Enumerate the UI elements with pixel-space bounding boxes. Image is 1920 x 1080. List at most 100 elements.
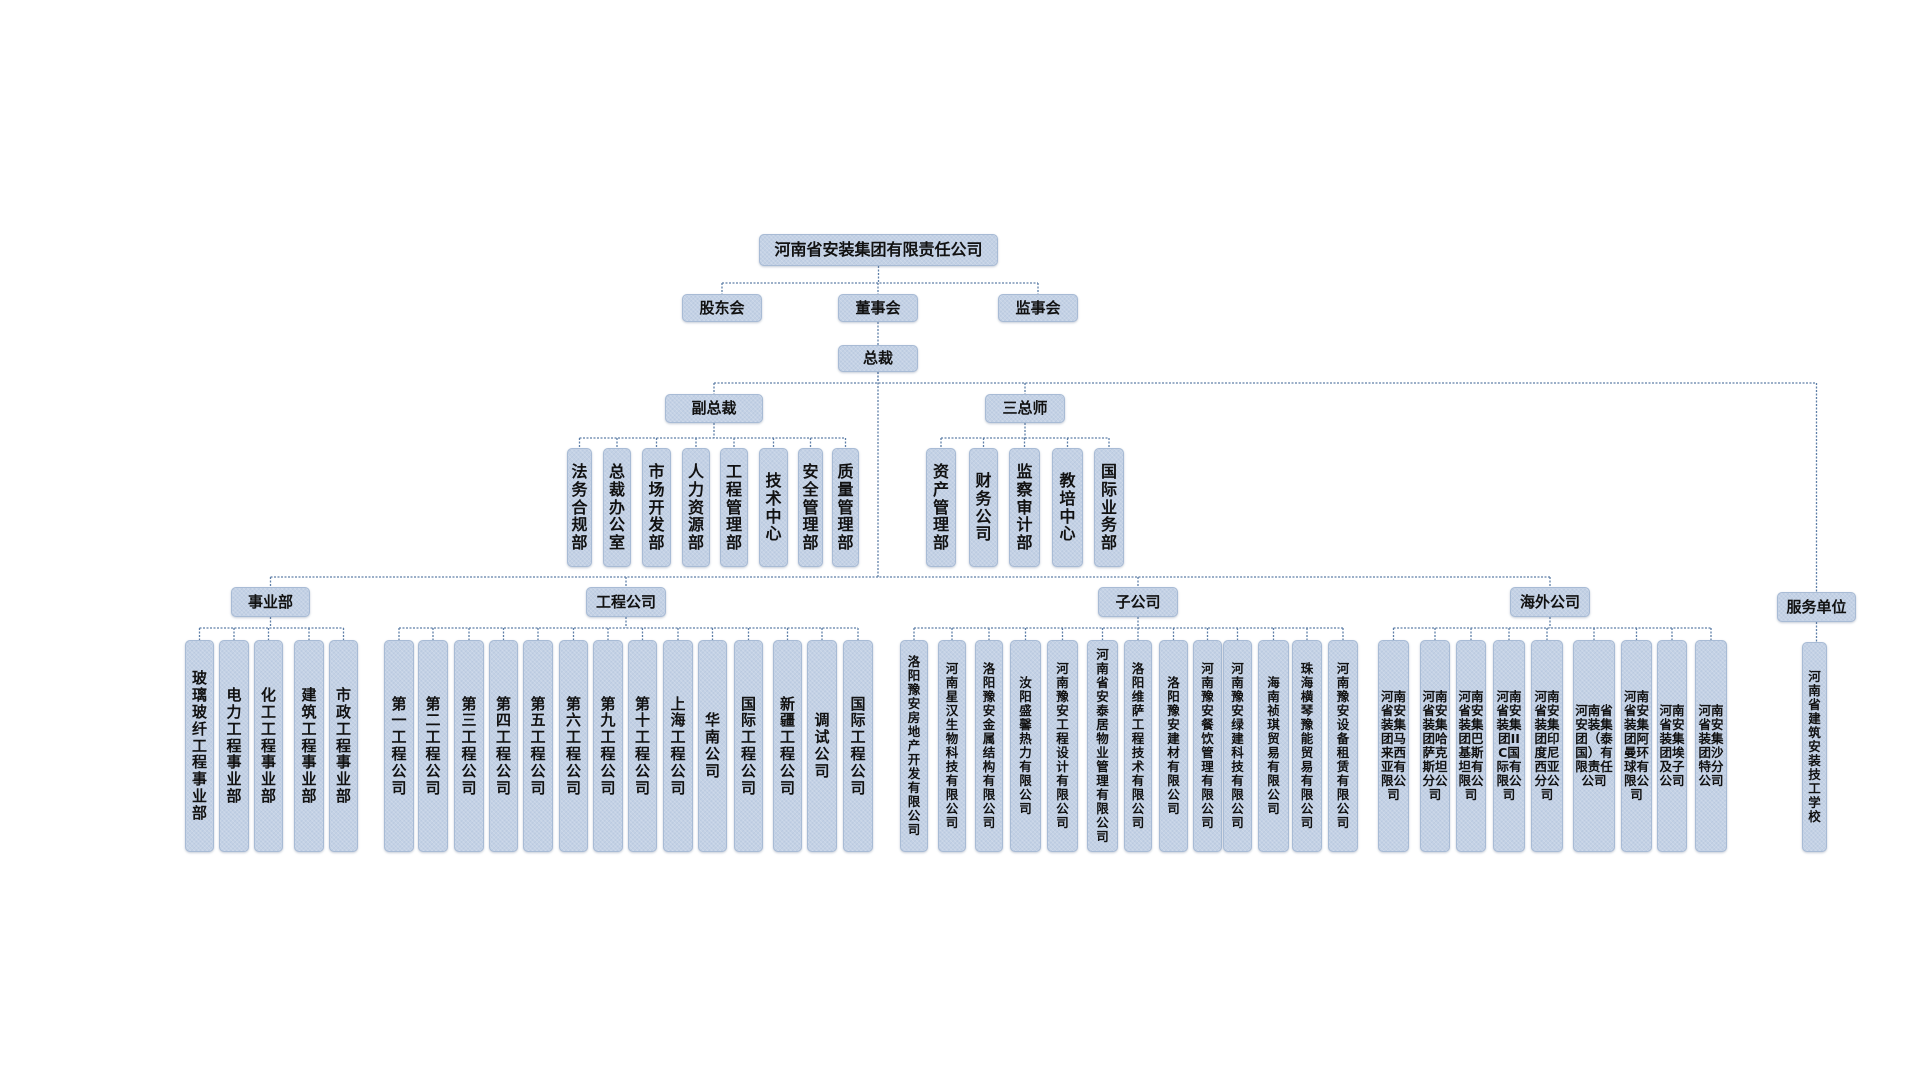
president-node: 总裁 (838, 345, 918, 372)
subsidiary-item: 河南豫安餐饮管理有限公司 (1193, 640, 1222, 852)
subsidiaries-node-label: 子公司 (1115, 592, 1161, 611)
subsidiary-item: 洛阳维萨工程技术有限公司 (1124, 640, 1152, 852)
engineering-company-item: 第五工程公司 (523, 640, 553, 852)
governance-2-label: 监事会 (1015, 298, 1061, 317)
engineering-company-item-label: 第二工程公司 (425, 694, 441, 797)
engineering-company-item: 第一工程公司 (384, 640, 414, 852)
business-division-item-label: 建筑工程事业部 (301, 686, 317, 805)
president-node-label: 总裁 (862, 349, 893, 368)
root-node: 河南省安装集团有限责任公司 (759, 234, 998, 266)
engineering-companies-node-label: 工程公司 (595, 592, 656, 611)
subsidiary-item: 海南祯琪贸易有限公司 (1258, 640, 1289, 852)
chief-dept-label: 监察审计部 (1016, 461, 1033, 553)
business-division-item: 市政工程事业部 (329, 640, 358, 852)
subsidiary-item: 河南省安泰居物业管理有限公司 (1087, 640, 1118, 852)
subsidiary-item-label: 河南星汉生物科技有限公司 (945, 661, 959, 830)
vp-dept-label: 质量管理部 (837, 461, 854, 553)
subsidiary-item-label: 海南祯琪贸易有限公司 (1267, 675, 1280, 816)
engineering-company-item: 第三工程公司 (454, 640, 484, 852)
vp-dept-label: 技术中心 (765, 470, 782, 544)
vp-dept: 市场开发部 (642, 448, 671, 567)
overseas-item-label: 河南省安装集团哈萨克斯坦分公司 (1422, 689, 1448, 802)
engineering-company-item-label: 国际工程公司 (850, 694, 866, 797)
overseas-item: 河南省安装集团印度尼西亚分公司 (1531, 640, 1563, 852)
vp-dept-label: 市场开发部 (648, 461, 665, 553)
engineering-company-item: 第二工程公司 (418, 640, 448, 852)
subsidiary-item-label: 洛阳维萨工程技术有限公司 (1131, 661, 1145, 830)
engineering-companies-node: 工程公司 (586, 587, 666, 617)
vp-dept-label: 工程管理部 (725, 461, 742, 553)
service-units-node-label: 服务单位 (1786, 597, 1847, 616)
vp-dept: 技术中心 (759, 448, 788, 567)
vice-president-node-label: 副总裁 (691, 399, 737, 418)
service-unit-item-label: 河南省建筑安装技工学校 (1808, 669, 1821, 824)
business-division-item-label: 市政工程事业部 (335, 686, 351, 805)
overseas-item: 河南省安装集团埃及子公司 (1657, 640, 1687, 852)
vp-dept: 工程管理部 (720, 448, 748, 567)
vp-dept: 法务合规部 (567, 448, 592, 567)
governance-0: 股东会 (682, 294, 762, 322)
engineering-company-item-label: 国际工程公司 (740, 694, 756, 797)
engineering-company-item: 第六工程公司 (559, 640, 588, 852)
subsidiary-item-label: 河南省安泰居物业管理有限公司 (1096, 647, 1109, 844)
chief-officers-node: 三总师 (985, 394, 1065, 423)
business-division-item-label: 电力工程事业部 (226, 686, 242, 805)
business-divisions-node: 事业部 (231, 587, 310, 617)
engineering-company-item-label: 第十工程公司 (634, 694, 650, 797)
chief-dept: 教培中心 (1052, 448, 1083, 567)
chief-dept-label: 国际业务部 (1100, 461, 1117, 553)
engineering-company-item-label: 新疆工程公司 (779, 694, 795, 797)
vp-dept-label: 人力资源部 (687, 461, 704, 553)
subsidiary-item: 河南豫安绿建科技有限公司 (1223, 640, 1252, 852)
engineering-company-item-label: 第一工程公司 (391, 694, 407, 797)
overseas-item: 河南省安装集团（泰国）有限责任公司 (1573, 640, 1615, 852)
overseas-item: 河南省安装集团巴基斯坦有限公司 (1456, 640, 1486, 852)
business-division-item: 电力工程事业部 (219, 640, 249, 852)
overseas-item-label: 河南省安装集团阿曼环球有限公司 (1623, 689, 1649, 802)
subsidiary-item: 河南豫安工程设计有限公司 (1047, 640, 1078, 852)
chief-dept-label: 财务公司 (975, 470, 992, 544)
overseas-item: 河南省安装集团IIC国际有限公司 (1493, 640, 1525, 852)
engineering-company-item: 第九工程公司 (593, 640, 623, 852)
overseas-item: 河南省安装集团沙特分公司 (1695, 640, 1727, 852)
chief-dept: 国际业务部 (1094, 448, 1124, 567)
subsidiaries-node: 子公司 (1098, 587, 1178, 617)
governance-1-label: 董事会 (855, 298, 901, 317)
engineering-company-item-label: 第三工程公司 (461, 694, 477, 797)
overseas-item: 河南省安装集团马来西亚有限公司 (1378, 640, 1409, 852)
business-division-item: 玻璃玻纤工程事业部 (185, 640, 214, 852)
vp-dept-label: 总裁办公室 (608, 461, 625, 553)
subsidiary-item: 河南星汉生物科技有限公司 (938, 640, 966, 852)
subsidiary-item: 洛阳豫安建材有限公司 (1159, 640, 1188, 852)
overseas-item-label: 河南省安装集团马来西亚有限公司 (1380, 689, 1406, 802)
business-divisions-node-label: 事业部 (247, 592, 293, 611)
chief-officers-node-label: 三总师 (1002, 399, 1048, 418)
engineering-company-item: 国际工程公司 (734, 640, 763, 852)
subsidiary-item-label: 河南豫安设备租赁有限公司 (1336, 661, 1350, 830)
subsidiary-item: 洛阳豫安房地产开发有限公司 (900, 640, 928, 852)
overseas-node: 海外公司 (1510, 587, 1590, 617)
engineering-company-item-label: 第五工程公司 (530, 694, 546, 797)
vp-dept: 安全管理部 (798, 448, 823, 567)
vp-dept: 人力资源部 (682, 448, 710, 567)
overseas-item-label: 河南省安装集团埃及子公司 (1659, 703, 1685, 788)
engineering-company-item-label: 第九工程公司 (600, 694, 616, 797)
vp-dept: 质量管理部 (832, 448, 859, 567)
governance-0-label: 股东会 (699, 298, 745, 317)
business-division-item: 建筑工程事业部 (294, 640, 324, 852)
overseas-item-label: 河南省安装集团IIC国际有限公司 (1496, 689, 1522, 802)
chief-dept-label: 资产管理部 (932, 461, 949, 553)
overseas-item-label: 河南省安装集团巴基斯坦有限公司 (1458, 689, 1484, 802)
engineering-company-item: 新疆工程公司 (773, 640, 802, 852)
business-division-item-label: 化工工程事业部 (260, 686, 276, 805)
governance-1: 董事会 (838, 294, 918, 322)
subsidiary-item-label: 河南豫安工程设计有限公司 (1056, 661, 1069, 830)
subsidiary-item: 汝阳盛馨热力有限公司 (1010, 640, 1041, 852)
chief-dept-label: 教培中心 (1059, 470, 1076, 544)
engineering-company-item-label: 第四工程公司 (495, 694, 511, 797)
subsidiary-item-label: 珠海横琴豫能贸易有限公司 (1300, 661, 1314, 830)
overseas-item-label: 河南省安装集团沙特分公司 (1698, 703, 1724, 788)
subsidiary-item-label: 河南豫安绿建科技有限公司 (1231, 661, 1244, 830)
